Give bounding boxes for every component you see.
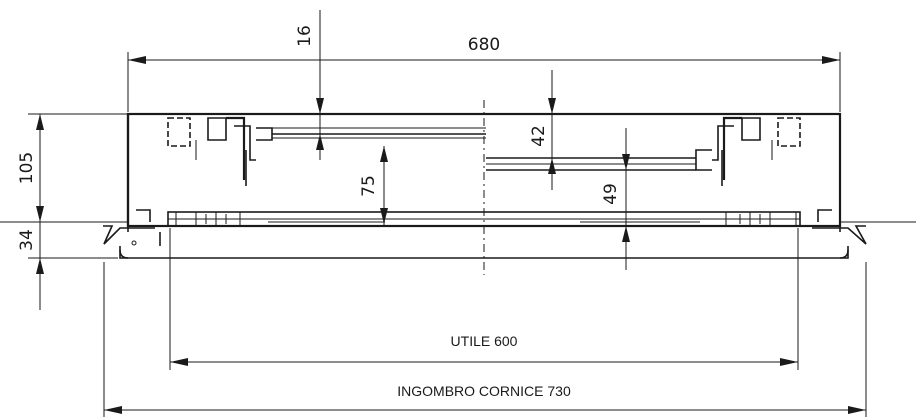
label-16: 16	[295, 25, 315, 47]
label-49: 49	[601, 183, 621, 205]
left-bracket	[167, 116, 486, 186]
label-42: 42	[529, 125, 549, 147]
label-34: 34	[17, 229, 37, 251]
label-utile-600: UTILE 600	[451, 333, 518, 349]
label-680: 680	[468, 35, 500, 55]
housing-feet	[136, 209, 832, 222]
dimension-lines	[28, 10, 867, 417]
right-bracket	[486, 116, 801, 186]
label-105: 105	[17, 152, 37, 184]
label-ingombro-cornice-730: INGOMBRO CORNICE 730	[397, 383, 571, 399]
label-75: 75	[359, 175, 379, 197]
